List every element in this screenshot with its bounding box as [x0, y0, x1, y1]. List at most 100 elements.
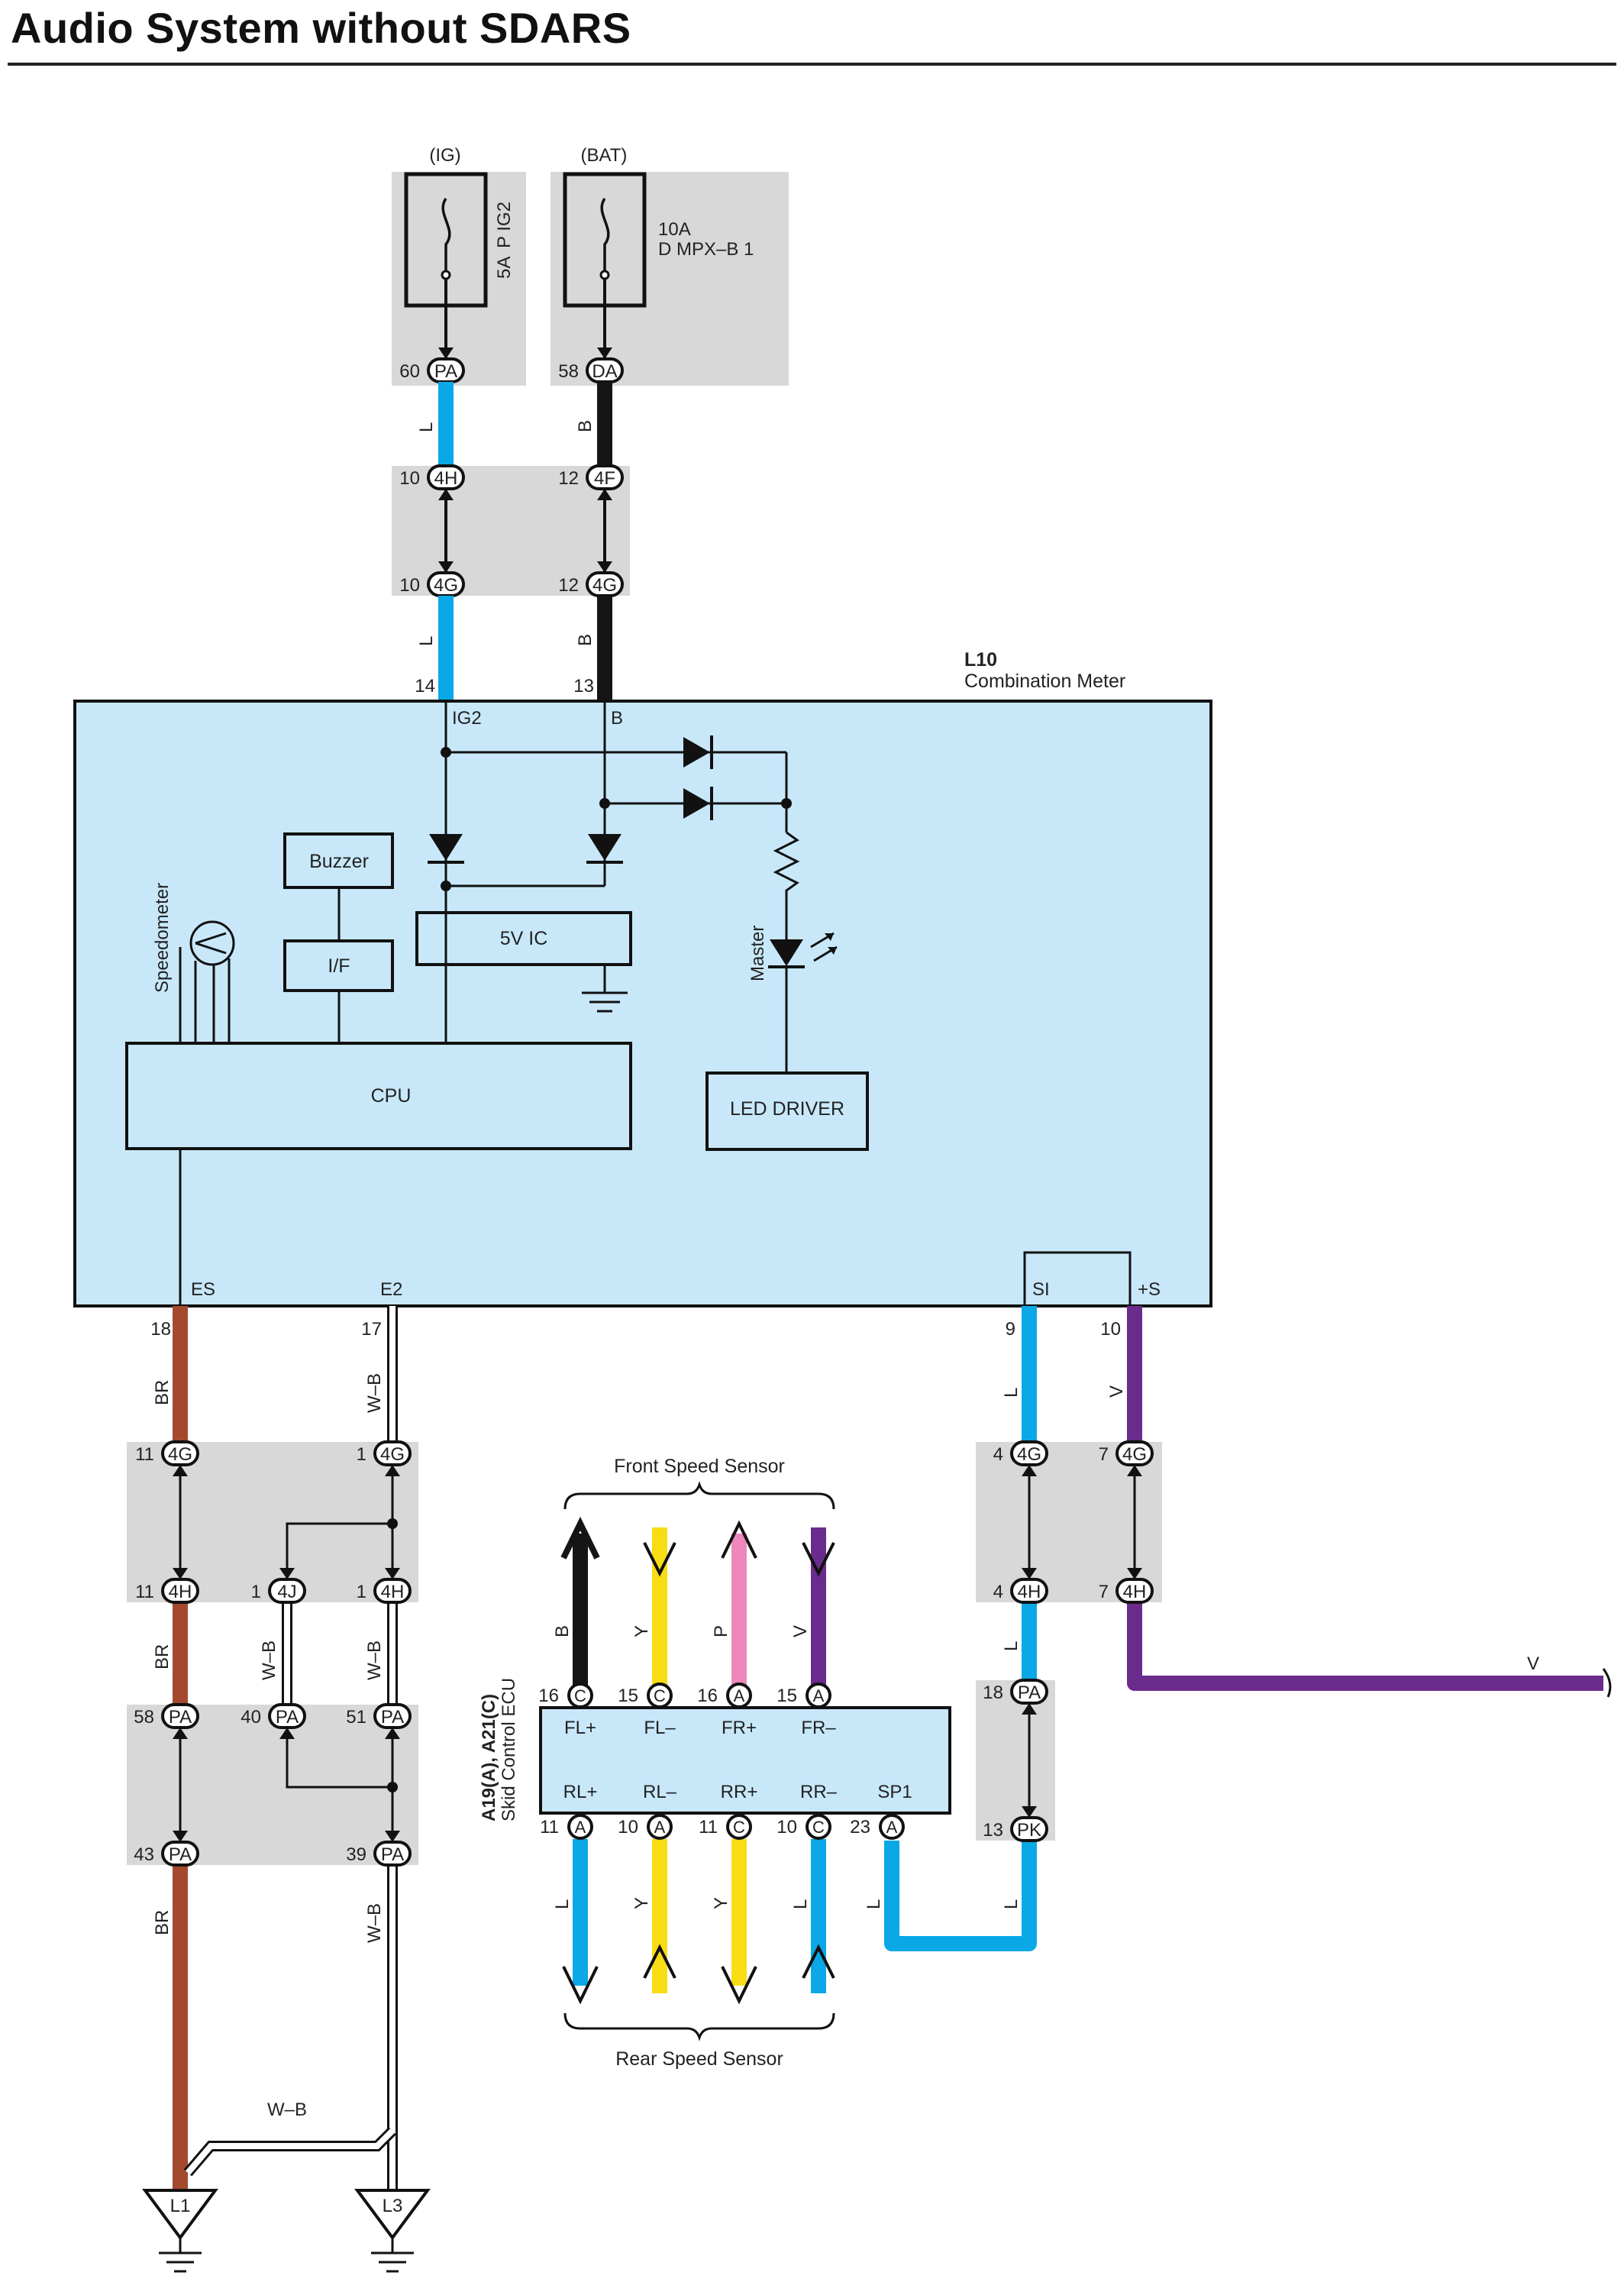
ecu-name: Skid Control ECU: [499, 1678, 519, 1821]
svg-text:FR–: FR–: [801, 1718, 836, 1738]
meter-pin-14: 14: [415, 676, 435, 697]
fuse-bat-icon: [600, 197, 610, 271]
svg-text:40: 40: [241, 1707, 261, 1728]
ecu-pin-fr-minus: A 15 FR–: [776, 1682, 836, 1738]
svg-text:11: 11: [135, 1444, 154, 1465]
ig-fuse-amp: 5A: [494, 257, 515, 279]
ecu-pin-fr-plus: A 16 FR+: [697, 1682, 757, 1738]
svg-text:PK: PK: [1017, 1820, 1041, 1841]
fuse-block-ig: (IG) 5A P IG2: [392, 145, 526, 386]
cpu-box: [125, 1042, 632, 1150]
connector-1-4h: 4H 1: [357, 1568, 412, 1604]
wire-code-wb-1: W–B: [364, 1373, 385, 1413]
ecu-pin-rl-plus: RL+ A 11: [540, 1782, 597, 1840]
master-led-icon: [768, 932, 838, 968]
wire-code-br-1: BR: [152, 1380, 173, 1405]
fuse-ig-icon: [441, 197, 451, 271]
svg-text:7: 7: [1099, 1582, 1109, 1602]
si-bracket: [1023, 1251, 1132, 1306]
rear-speed-sensor-label: Rear Speed Sensor: [615, 2048, 783, 2070]
svg-text:4J: 4J: [277, 1582, 296, 1602]
svg-text:39: 39: [346, 1844, 366, 1865]
wire-code-v-1: V: [1106, 1385, 1127, 1398]
meter-si: SI: [1032, 1279, 1050, 1300]
meter-pin-9: 9: [1006, 1319, 1015, 1340]
meter-pin-10: 10: [1100, 1319, 1121, 1340]
diode-3: [428, 834, 464, 864]
wire-l-si-3: [884, 1841, 1037, 1951]
front-speed-sensor-label: Front Speed Sensor: [614, 1456, 785, 1477]
wire-code-l-1: L: [416, 422, 437, 432]
wire-code-y-rear-2: Y: [711, 1897, 731, 1909]
svg-text:10: 10: [399, 468, 420, 489]
svg-text:4G: 4G: [434, 575, 458, 596]
svg-text:4G: 4G: [592, 575, 617, 596]
wire-code-wb-2: W–B: [259, 1640, 279, 1680]
svg-text:12: 12: [558, 468, 579, 489]
meter-code: L10: [964, 649, 997, 671]
svg-text:C: C: [812, 1818, 825, 1837]
wire-code-l-si-3: L: [1001, 1899, 1022, 1909]
svg-text:4H: 4H: [381, 1582, 405, 1602]
connector-40-pa: PA 40: [241, 1703, 306, 1739]
wire-code-wb-5: W–B: [267, 2099, 307, 2120]
meter-b: B: [611, 708, 623, 729]
connector-1-4g: 4G 1: [357, 1440, 412, 1476]
meter-name: Combination Meter: [964, 671, 1125, 692]
wire-code-y-rear-1: Y: [631, 1897, 652, 1909]
connector-11-4g: 4G 11: [135, 1440, 199, 1476]
speedometer-icon: [179, 920, 235, 1043]
connector-60-pa: PA 60: [399, 347, 465, 383]
wire-code-l-2: L: [416, 636, 437, 646]
svg-text:A: A: [654, 1818, 666, 1837]
front-wires: [560, 1516, 835, 1695]
svg-text:A: A: [734, 1686, 745, 1705]
svg-text:11: 11: [540, 1817, 559, 1838]
meter-ig2: IG2: [452, 708, 482, 729]
svg-text:4: 4: [993, 1582, 1003, 1602]
svg-text:18: 18: [983, 1682, 1003, 1703]
svg-text:58: 58: [558, 361, 579, 382]
ecu-pin-rr-plus: RR+ C 11: [699, 1782, 757, 1840]
wire-code-l-si-1: L: [1001, 1388, 1022, 1398]
connector-58-pa: PA 58: [134, 1703, 199, 1739]
ground-icon-meter: [582, 965, 628, 1013]
connector-12-4f: 4F 12: [558, 464, 624, 500]
speedometer-label: Speedometer: [152, 883, 173, 993]
wire-code-b-1: B: [575, 420, 596, 432]
svg-text:10: 10: [776, 1817, 797, 1838]
wire-code-wb-4: W–B: [364, 1903, 385, 1943]
svg-text:7: 7: [1099, 1444, 1109, 1465]
svg-text:4H: 4H: [1123, 1582, 1147, 1602]
connector-58-da: DA 58: [558, 347, 624, 383]
svg-text:SP1: SP1: [877, 1782, 912, 1802]
ig-fuse-name: P IG2: [494, 202, 515, 248]
svg-text:4H: 4H: [1018, 1582, 1041, 1602]
connector-12-4g: 4G 12: [558, 561, 624, 597]
junction-right-1: [976, 1442, 1162, 1602]
svg-text:C: C: [733, 1818, 745, 1837]
svg-text:4H: 4H: [434, 468, 458, 489]
wire-code-l-si-2: L: [1001, 1641, 1022, 1651]
svg-text:4F: 4F: [594, 468, 615, 489]
skid-control-ecu: [539, 1706, 951, 1815]
junction-right-2: [976, 1680, 1055, 1841]
meter-es: ES: [191, 1279, 215, 1300]
svg-text:1: 1: [357, 1444, 366, 1465]
ground-l3: L3: [354, 2189, 431, 2273]
svg-text:43: 43: [134, 1844, 154, 1865]
ecu-code: A19(A), A21(C): [479, 1694, 499, 1821]
ecu-pin-rl-minus: RL– A 10: [618, 1782, 677, 1840]
svg-text:15: 15: [618, 1686, 638, 1706]
wire-code-b-front: B: [552, 1625, 573, 1637]
ground-l1: L1: [142, 2189, 218, 2273]
svg-text:16: 16: [538, 1686, 559, 1706]
svg-text:51: 51: [346, 1707, 366, 1728]
meter-pin-13: 13: [573, 676, 594, 697]
connector-11-4h: 4H 11: [135, 1568, 199, 1604]
meter-e2: E2: [380, 1279, 402, 1300]
connector-4-4h: 4H 4: [993, 1568, 1048, 1604]
svg-text:RL–: RL–: [643, 1782, 677, 1802]
svg-text:PA: PA: [1018, 1682, 1041, 1703]
svg-text:13: 13: [983, 1820, 1003, 1841]
